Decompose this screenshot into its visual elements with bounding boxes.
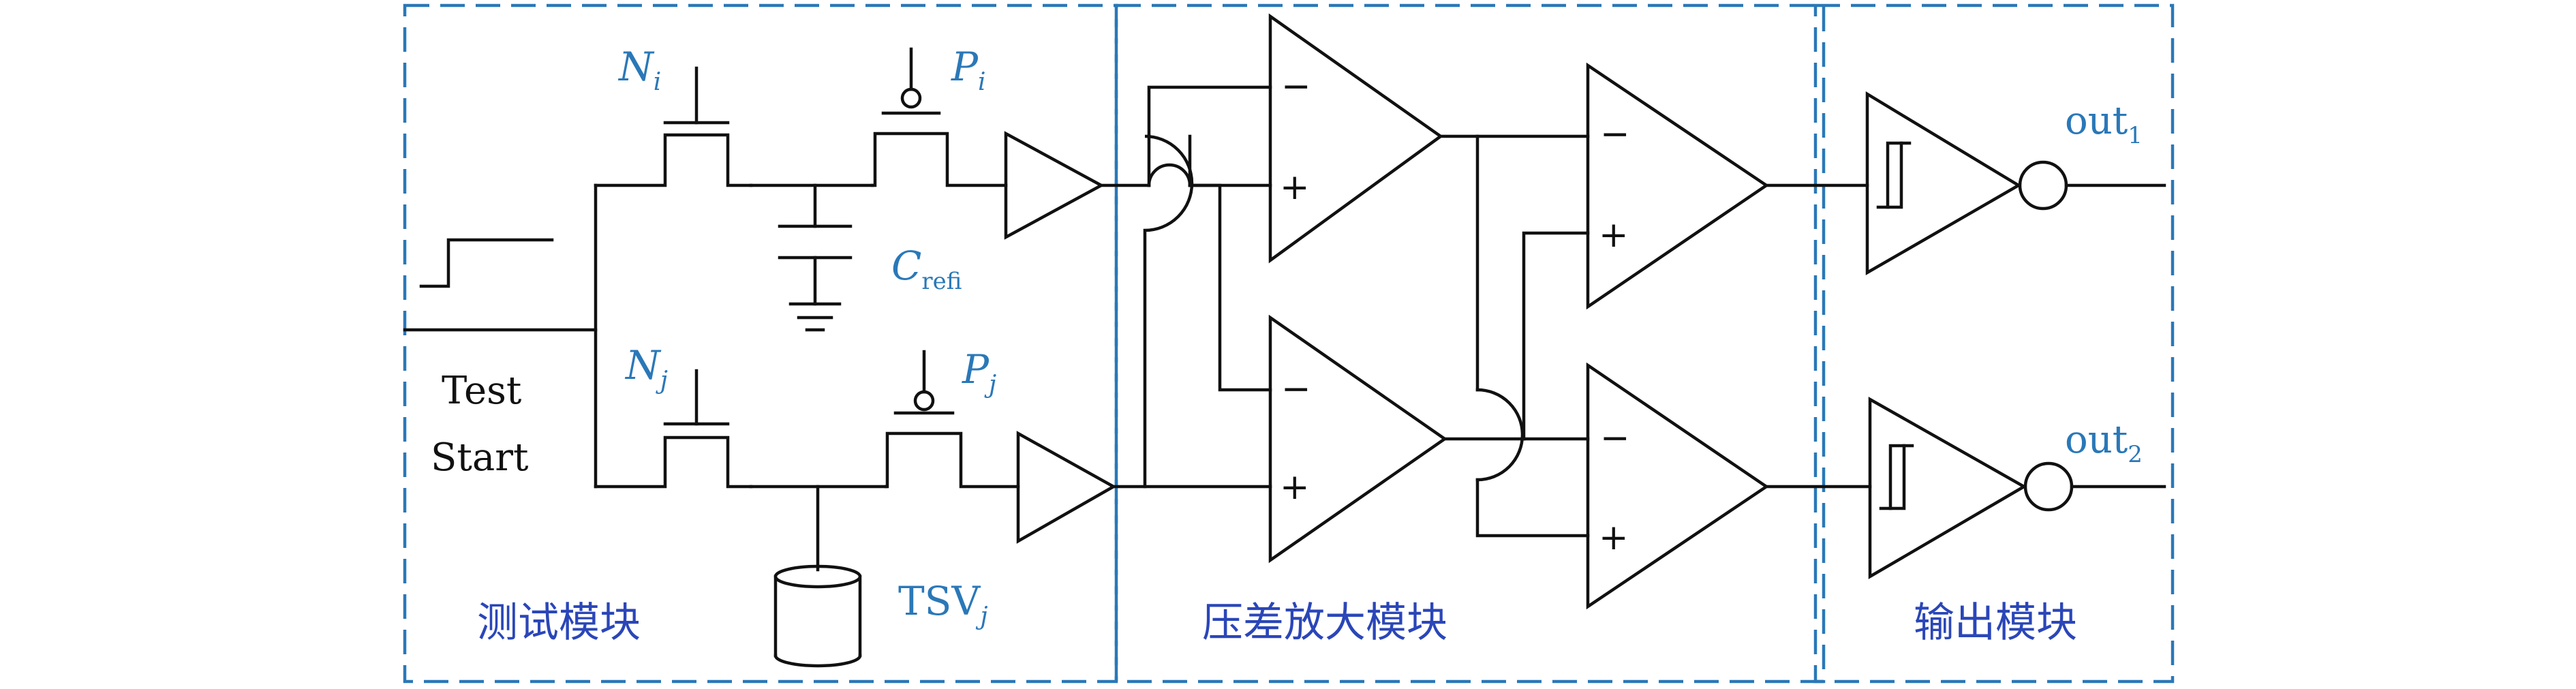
module-label-output: 输出模块 bbox=[1914, 599, 2077, 647]
amp2-plus-sign: + bbox=[1280, 467, 1310, 508]
test-module-box bbox=[403, 3, 1118, 684]
step-signal-icon bbox=[419, 238, 554, 288]
output-module-box bbox=[1813, 3, 2175, 684]
buffer-bottom bbox=[1016, 431, 1117, 544]
amp1-plus-sign: + bbox=[1280, 167, 1310, 208]
label-tsv: TSVj bbox=[898, 578, 987, 630]
amp-input-wiring bbox=[1111, 85, 1272, 489]
schmitt-inverter-2 bbox=[1764, 397, 2166, 579]
comparator-amp-4: − + bbox=[1586, 362, 1770, 610]
comparator-amp-3: − + bbox=[1586, 62, 1770, 310]
label-pi: Pi bbox=[951, 44, 986, 96]
nmos-transistor-ni bbox=[594, 66, 753, 187]
label-out1: out1 bbox=[2065, 99, 2143, 149]
comparator-amp-2: − + bbox=[1268, 314, 1447, 564]
amp4-plus-sign: + bbox=[1599, 517, 1629, 558]
label-start: Start bbox=[431, 435, 529, 480]
amp2-minus-sign: − bbox=[1281, 369, 1311, 410]
label-test: Test bbox=[442, 369, 522, 413]
label-ni: Ni bbox=[617, 44, 661, 96]
amp3-minus-sign: − bbox=[1600, 114, 1630, 155]
label-nj: Nj bbox=[624, 342, 668, 395]
module-label-amp: 压差放大模块 bbox=[1202, 599, 1447, 647]
reference-capacitor bbox=[749, 183, 874, 332]
test-start-input bbox=[403, 183, 598, 489]
comparator-amp-1: − + bbox=[1268, 13, 1443, 264]
amp1-minus-sign: − bbox=[1281, 66, 1311, 107]
module-label-test: 测试模块 bbox=[477, 599, 641, 647]
pmos-transistor-pj bbox=[884, 350, 1020, 489]
amp4-minus-sign: − bbox=[1600, 418, 1630, 459]
pmos-transistor-pi bbox=[870, 47, 1008, 187]
tsv-cylinder bbox=[749, 485, 888, 668]
amp3-plus-sign: + bbox=[1599, 215, 1629, 256]
label-out2: out2 bbox=[2065, 418, 2143, 468]
label-pj: Pj bbox=[962, 346, 996, 399]
amp-module-box bbox=[1114, 3, 1826, 684]
label-cref: Crefi bbox=[891, 243, 962, 295]
schmitt-inverter-1 bbox=[1764, 91, 2166, 275]
buffer-top bbox=[1004, 131, 1151, 240]
stage2-wiring bbox=[1439, 134, 1590, 538]
nmos-transistor-nj bbox=[594, 369, 753, 489]
